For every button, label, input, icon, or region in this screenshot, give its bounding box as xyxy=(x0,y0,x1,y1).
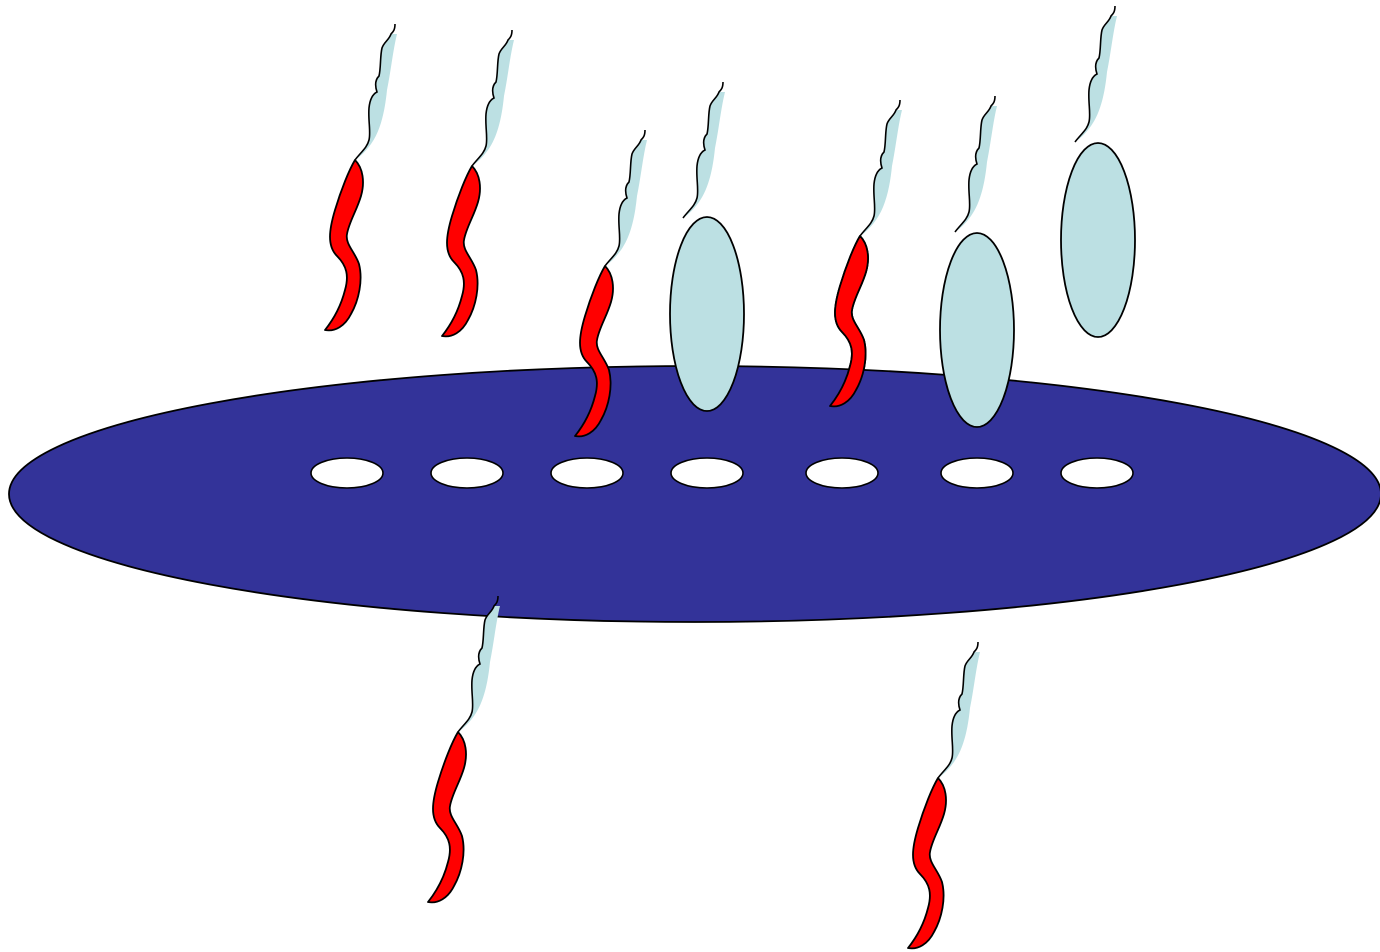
blue-molecule-2 xyxy=(940,233,1014,427)
pore xyxy=(1061,458,1133,488)
blue-molecule-1 xyxy=(670,217,744,411)
blue-molecule-2-tail xyxy=(955,96,997,232)
red-molecule-1 xyxy=(325,24,397,330)
pore xyxy=(671,458,743,488)
blue-molecule-3-tail xyxy=(1075,6,1117,142)
pore xyxy=(431,458,503,488)
red-molecule-6 xyxy=(908,642,980,948)
red-molecule-2 xyxy=(442,30,514,336)
pore xyxy=(806,458,878,488)
red-molecule-4 xyxy=(428,596,500,902)
pore xyxy=(941,458,1013,488)
blue-molecule-3 xyxy=(1061,143,1135,337)
pore xyxy=(311,458,383,488)
pore xyxy=(551,458,623,488)
blue-molecule-1-tail xyxy=(683,82,725,218)
